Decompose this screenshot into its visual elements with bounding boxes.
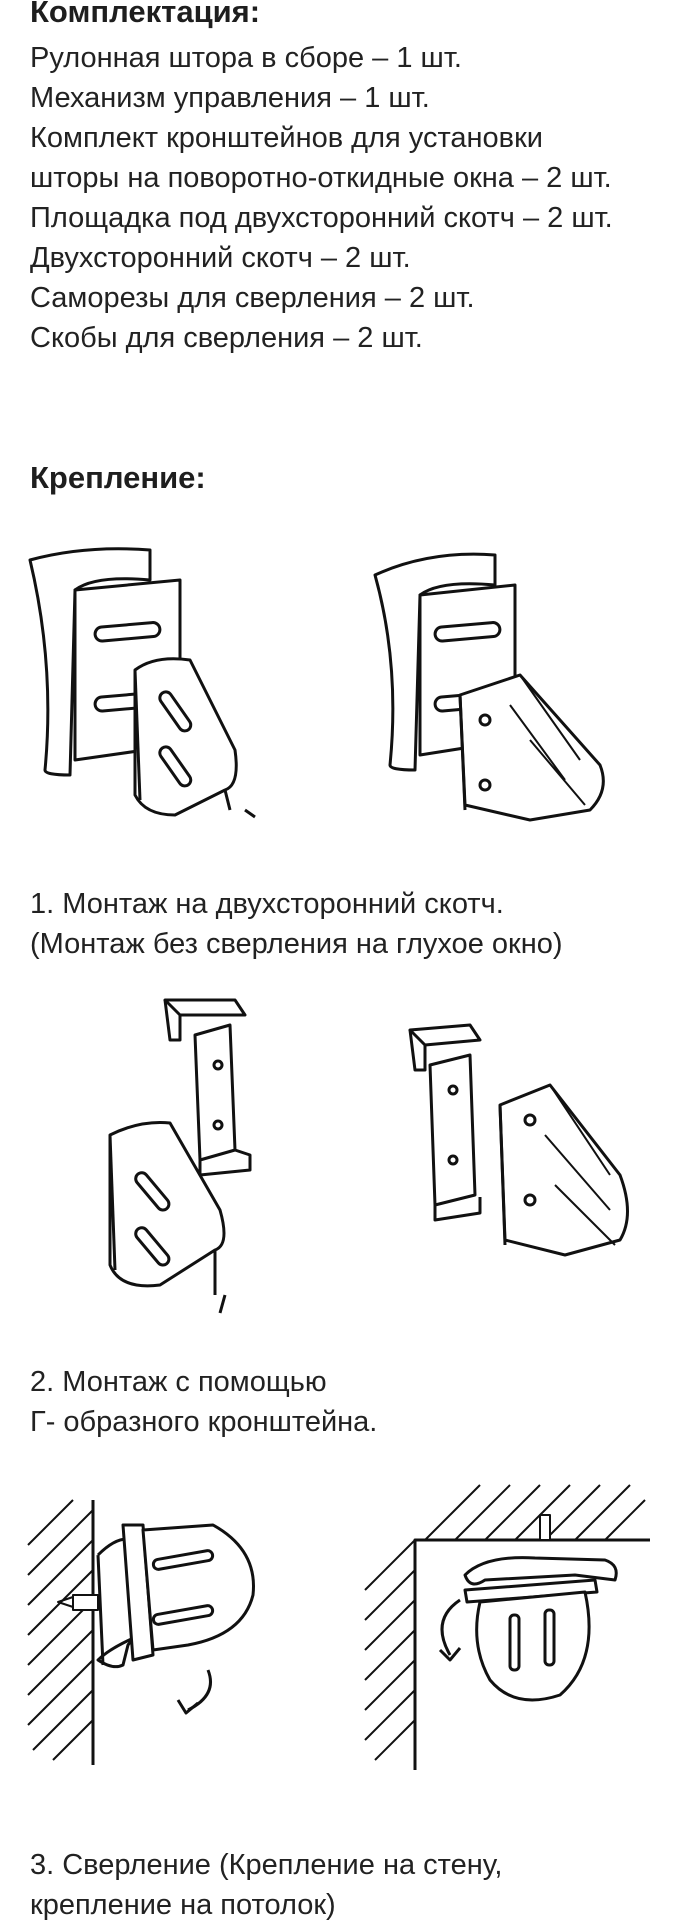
method-3-line-1: 3. Сверление (Крепление на стену, <box>30 1849 503 1881</box>
method-3-line-2: крепление на потолок) <box>30 1889 336 1921</box>
kit-item: Комплект кронштейнов для установки <box>30 122 543 154</box>
method-2-line-2: Г- образного кронштейна. <box>30 1406 378 1438</box>
method-2-caption: 2. Монтаж с помощью Г- образного кронште… <box>30 1362 377 1442</box>
kit-item: Скобы для сверления – 2 шт. <box>30 322 423 354</box>
method-1-line-2: (Монтаж без сверления на глухое окно) <box>30 928 563 960</box>
kit-item: Площадка под двухсторонний скотч – 2 шт. <box>30 202 613 234</box>
method-1-line-1: 1. Монтаж на двухсторонний скотч. <box>30 888 504 920</box>
l-bracket-assembled-illustration <box>405 1025 660 1265</box>
kit-item: Двухсторонний скотч – 2 шт. <box>30 242 411 274</box>
kit-list: Рулонная штора в сборе – 1 шт. Механизм … <box>30 38 613 358</box>
kit-item: Механизм управления – 1 шт. <box>30 82 430 114</box>
kit-item: шторы на поворотно-откидные окна – 2 шт. <box>30 162 612 194</box>
mount-heading: Крепление: <box>30 460 206 495</box>
kit-item: Рулонная штора в сборе – 1 шт. <box>30 42 462 74</box>
method-1-caption: 1. Монтаж на двухсторонний скотч. (Монта… <box>30 884 563 964</box>
kit-item: Саморезы для сверления – 2 шт. <box>30 282 475 314</box>
adhesive-pad-bracket-illustration <box>25 545 265 825</box>
l-bracket-separate-illustration <box>100 995 260 1315</box>
ceiling-mount-illustration <box>365 1480 655 1770</box>
kit-heading: Комплектация: <box>30 0 261 29</box>
wall-mount-illustration <box>28 1495 268 1770</box>
method-2-line-1: 2. Монтаж с помощью <box>30 1366 327 1398</box>
adhesive-assembled-illustration <box>370 545 620 825</box>
method-3-caption: 3. Сверление (Крепление на стену, крепле… <box>30 1845 502 1925</box>
